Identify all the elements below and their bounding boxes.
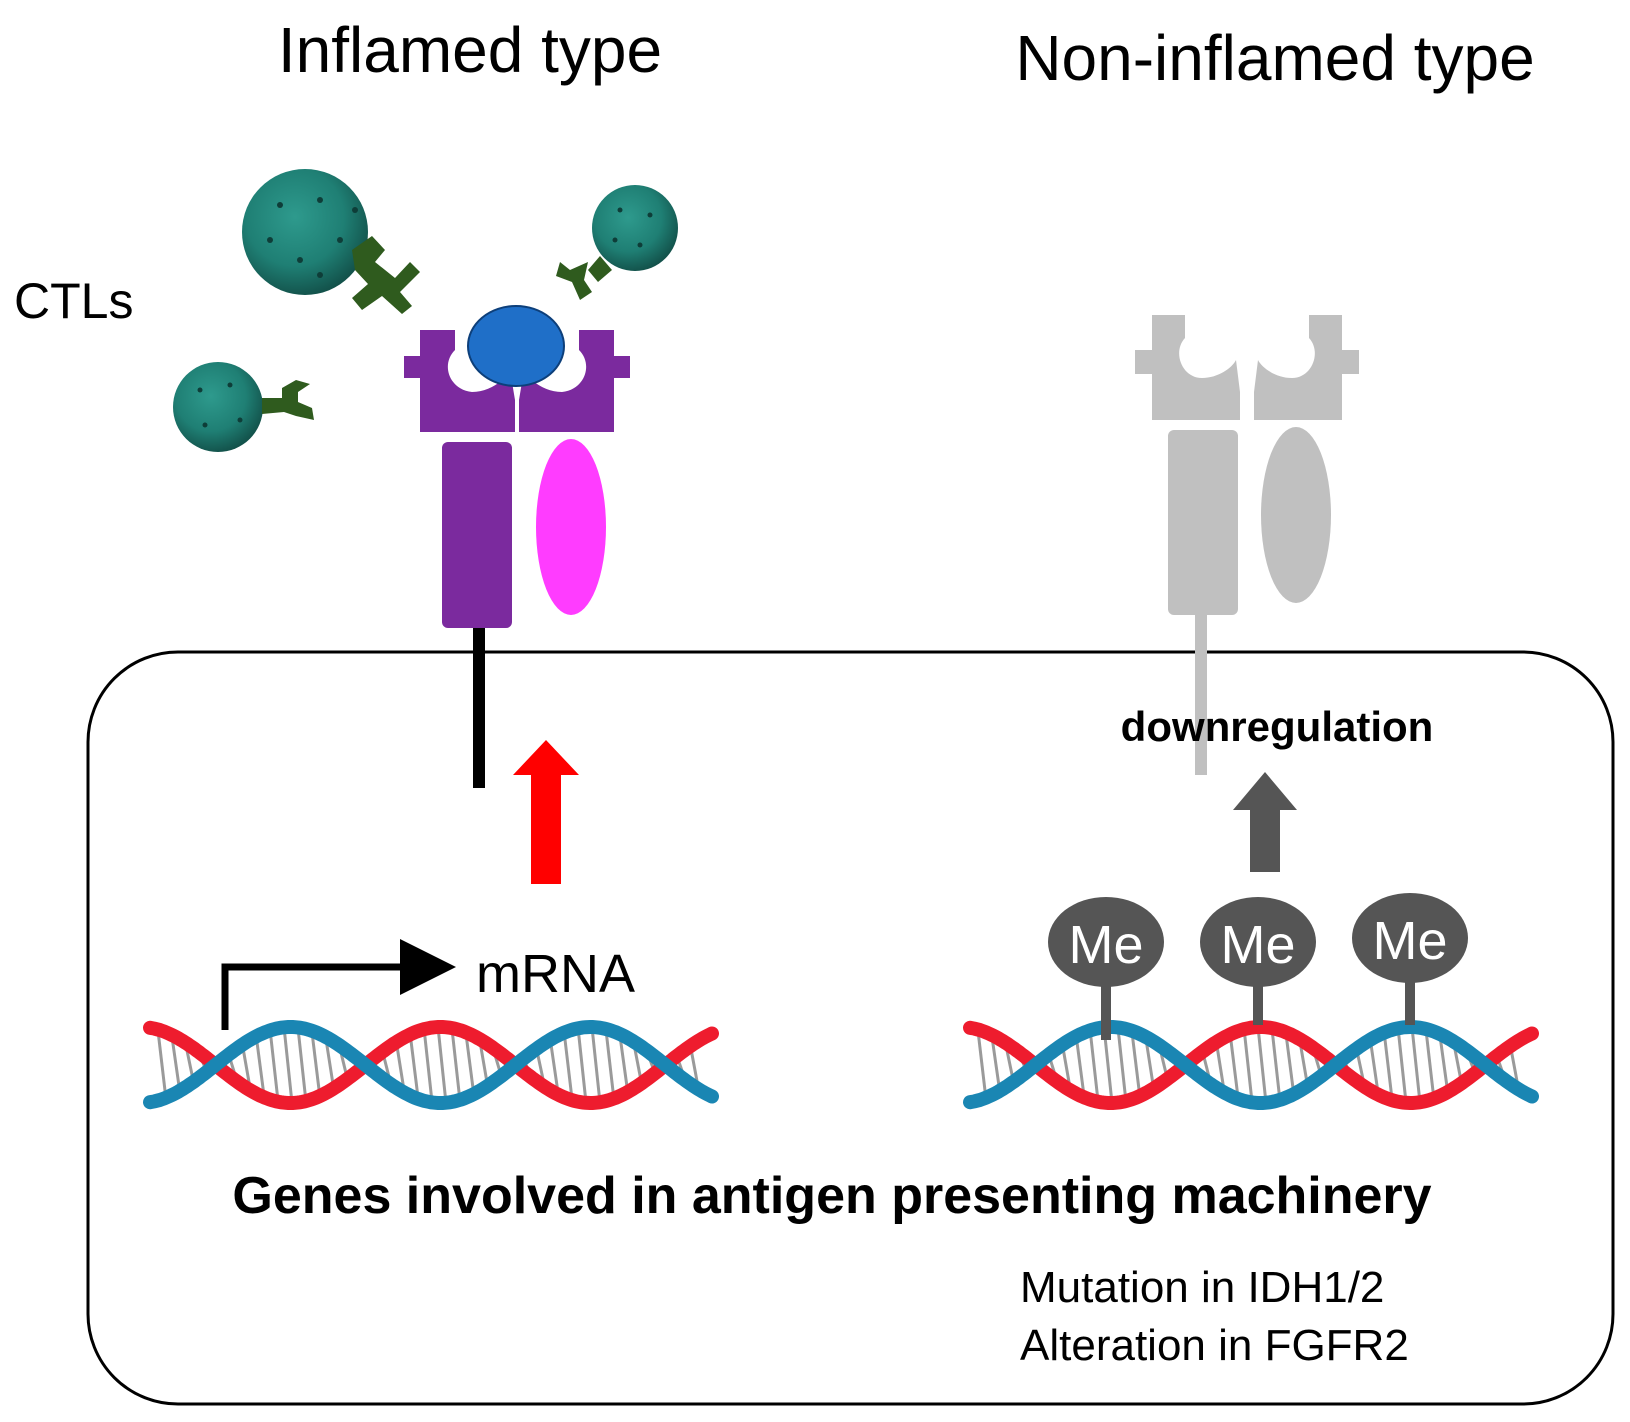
dna-base-pair [1284, 1033, 1296, 1097]
methyl-label: Me [1068, 915, 1143, 975]
cause-fgfr2: Alteration in FGFR2 [1020, 1321, 1409, 1370]
dna-base-pair [282, 1026, 294, 1104]
dna-double-helix-icon [963, 1020, 1539, 1110]
beta2-microglobulin-icon [536, 439, 606, 615]
dna-base-pair [408, 1032, 420, 1098]
dna-base-pair [1270, 1028, 1282, 1102]
dna-base-pair [156, 1030, 168, 1100]
cause-idh: Mutation in IDH1/2 [1020, 1263, 1384, 1312]
dna-strand-blue [963, 1020, 1539, 1110]
peptide-antigen-icon [467, 305, 565, 387]
transmembrane-tail [473, 628, 485, 788]
dna-base-pair [576, 1027, 588, 1103]
dna-base-pair [310, 1032, 322, 1098]
dna-double-helix-icon [143, 1020, 719, 1110]
methyl-group-icon: Me [1352, 893, 1468, 1025]
dna-base-pair [296, 1027, 308, 1103]
dna-base-pair [1228, 1032, 1240, 1098]
dna-base-pair [1256, 1026, 1268, 1104]
dna-base-pair [976, 1030, 988, 1100]
tcr-receptor-icon [556, 256, 612, 300]
dna-base-pair [1088, 1029, 1100, 1101]
heading-non-inflamed: Non-inflamed type [1015, 22, 1534, 94]
methyl-label: Me [1372, 911, 1447, 971]
ctl-cell-icon [242, 169, 368, 295]
dna-base-pair [562, 1030, 574, 1100]
dna-base-pair [1074, 1034, 1086, 1096]
genes-label: Genes involved in antigen presenting mac… [232, 1167, 1431, 1225]
dna-base-pair [254, 1034, 266, 1096]
dna-base-pair [268, 1029, 280, 1101]
mhc-class-i-icon [404, 305, 630, 788]
dna-base-pair [1130, 1032, 1142, 1098]
tcr-receptor-icon [352, 236, 420, 314]
dna-base-pair [436, 1026, 448, 1104]
dna-strand-red [963, 1020, 1539, 1110]
dna-base-pair [1410, 1027, 1422, 1103]
heading-inflamed: Inflamed type [278, 14, 662, 86]
methyl-group-icon: Me [1200, 897, 1316, 1025]
dna-base-pair [1424, 1029, 1436, 1101]
dna-base-pair [1242, 1028, 1254, 1102]
promoter-arrow-icon [221, 939, 456, 1030]
dna-base-pair [590, 1027, 602, 1103]
downregulation-arrow [1233, 772, 1297, 872]
dna-base-pair [464, 1033, 476, 1097]
tcr-receptor-icon [262, 380, 314, 420]
cell-membrane [86, 650, 1615, 1406]
dna-base-pair [1116, 1027, 1128, 1103]
methyl-label: Me [1220, 915, 1295, 975]
dna-base-pair [450, 1028, 462, 1102]
dna-base-pair [1438, 1035, 1450, 1095]
mhc-class-i-inactive-icon [1135, 315, 1359, 775]
downregulation-label: downregulation [1121, 703, 1434, 750]
ctl-cell-icon [173, 362, 263, 452]
upregulation-arrow [513, 740, 579, 884]
dna-base-pair [1382, 1030, 1394, 1100]
dna-base-pair [604, 1029, 616, 1101]
dna-base-pair [1396, 1027, 1408, 1103]
mrna-label: mRNA [476, 944, 635, 1004]
dna-strand-red [143, 1020, 719, 1110]
ctls-label: CTLs [14, 273, 133, 329]
methyl-group-icon: Me [1048, 897, 1164, 1040]
dna-base-pair [618, 1035, 630, 1095]
dna-strand-blue [143, 1020, 719, 1110]
ctl-cell-icon [592, 185, 678, 271]
dna-base-pair [422, 1028, 434, 1102]
